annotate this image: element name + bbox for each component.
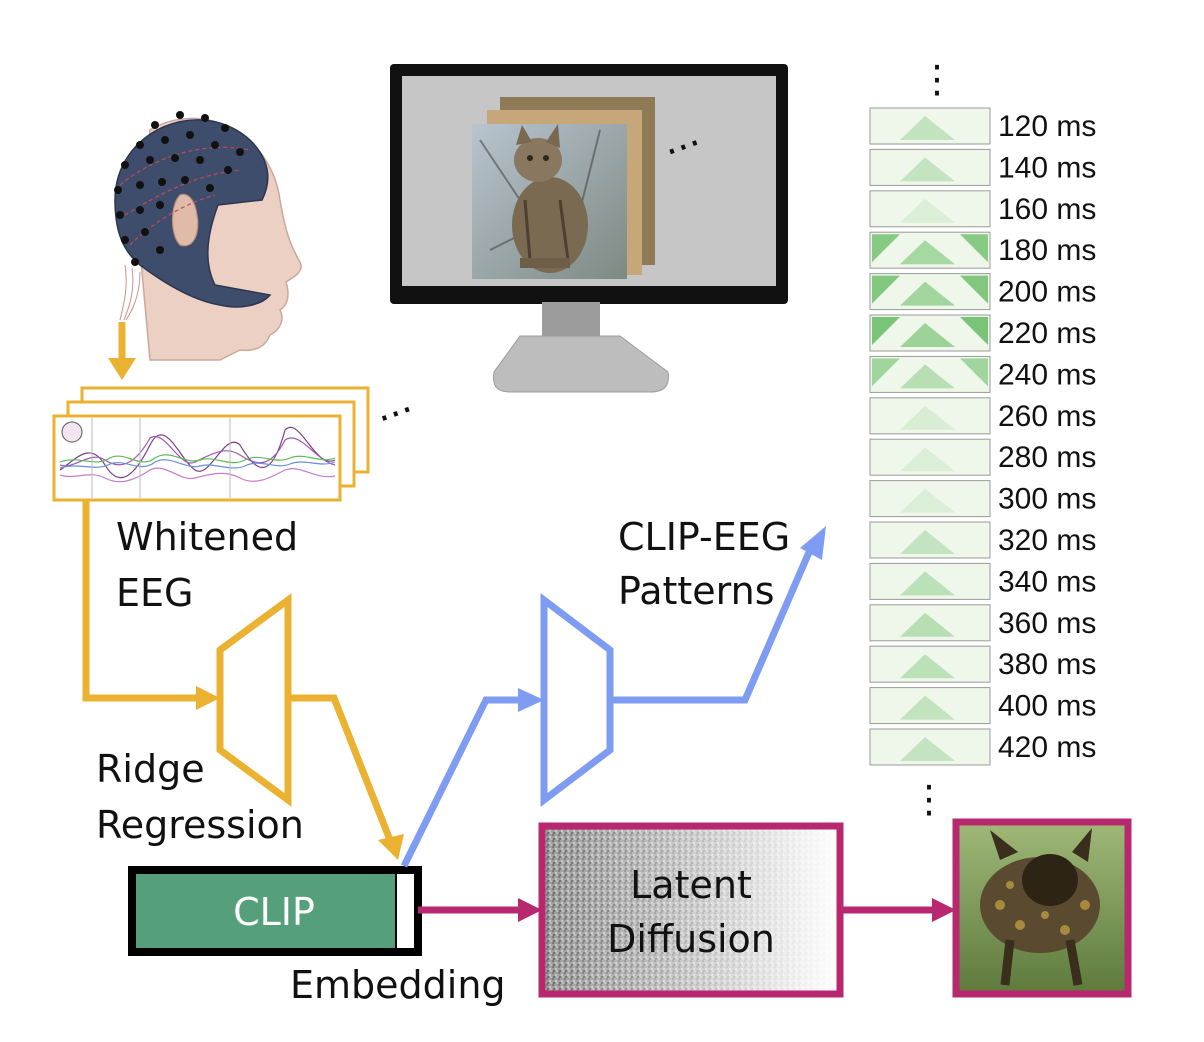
whitened-eeg-label-line1: Whitened xyxy=(116,515,298,559)
clip-eeg-flow-path xyxy=(400,526,826,868)
clip-embedding-block: CLIP xyxy=(128,866,422,956)
timepoint-label: 200 ms xyxy=(998,276,1096,309)
topomap-16: 420 ms xyxy=(869,728,1096,766)
clip-eeg-label-line2: Patterns xyxy=(618,569,775,613)
latent-diffusion-label-line2: Diffusion xyxy=(607,917,775,961)
topomap-14: 380 ms xyxy=(869,645,1096,683)
timepoint-label: 280 ms xyxy=(998,441,1096,474)
timepoint-label: 180 ms xyxy=(998,234,1096,267)
whitened-eeg-label-line2: EEG xyxy=(116,571,193,615)
topomap-11: 320 ms xyxy=(869,521,1096,559)
topomap-12: 340 ms xyxy=(869,562,1096,600)
ridge-regression-label-line2: Regression xyxy=(96,803,304,847)
latent-diffusion-label-line1: Latent xyxy=(630,863,752,907)
topomap-10: 300 ms xyxy=(869,480,1096,518)
topomap-1: 120 ms xyxy=(869,107,1096,145)
monitor: ... xyxy=(390,64,788,393)
timepoint-label: 400 ms xyxy=(998,690,1096,723)
diffusion-flow-path xyxy=(418,818,1132,998)
topomap-3: 160 ms xyxy=(869,190,1096,228)
topomap-column: 120 ms 140 ms 160 ms 180 ms 200 ms 220 ms 240 … xyxy=(869,107,1096,766)
timepoint-label: 120 ms xyxy=(998,110,1096,143)
timepoint-label: 240 ms xyxy=(998,358,1096,391)
reconstructed-image xyxy=(952,818,1132,998)
clip-eeg-label-line1: CLIP-EEG xyxy=(618,515,790,559)
latent-diffusion-block xyxy=(538,822,844,998)
ridge-regression-label-line1: Ridge xyxy=(96,747,205,791)
clip-label: CLIP xyxy=(233,890,315,934)
ridge-regression-block xyxy=(216,593,292,807)
timepoint-label: 300 ms xyxy=(998,483,1096,516)
topomap-2: 140 ms xyxy=(869,148,1096,186)
embedding-label: Embedding xyxy=(290,963,506,1007)
eeg-stack-ellipsis: ... xyxy=(368,377,417,431)
timepoint-label: 420 ms xyxy=(998,731,1096,764)
cat-image xyxy=(472,124,627,279)
eeg-signal-stack: ... xyxy=(52,377,417,502)
topomap-13: 360 ms xyxy=(869,604,1096,642)
timepoint-label: 160 ms xyxy=(998,193,1096,226)
timepoint-label: 260 ms xyxy=(998,400,1096,433)
timepoint-label: 380 ms xyxy=(998,648,1096,681)
timepoint-label: 340 ms xyxy=(998,565,1096,598)
topomap-7: 240 ms xyxy=(869,355,1096,393)
timepoint-label: 360 ms xyxy=(998,607,1096,640)
timepoint-label: 320 ms xyxy=(998,524,1096,557)
eeg-flow-path xyxy=(82,322,404,860)
topomap-4: 180 ms xyxy=(869,231,1096,269)
topomap-ellipsis-bottom: ⋮ xyxy=(910,777,948,821)
encoding-model-block xyxy=(540,592,614,808)
head-with-eeg-cap xyxy=(114,111,302,361)
topomap-9: 280 ms xyxy=(869,438,1096,476)
topomap-ellipsis-top: ⋮ xyxy=(918,57,956,101)
topomap-15: 400 ms xyxy=(869,687,1096,725)
topomap-5: 200 ms xyxy=(869,273,1096,311)
timepoint-label: 140 ms xyxy=(998,151,1096,184)
topomap-6: 220 ms xyxy=(869,314,1096,352)
topomap-8: 260 ms xyxy=(869,397,1096,435)
timepoint-label: 220 ms xyxy=(998,317,1096,350)
